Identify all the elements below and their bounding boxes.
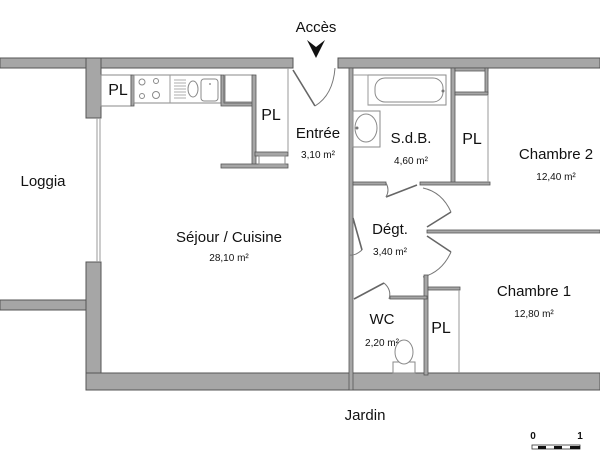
room-chambre1-area: 12,80 m² bbox=[514, 309, 554, 320]
room-entree-name: Entrée bbox=[295, 125, 341, 142]
closet-label-bathroom: PL bbox=[462, 131, 482, 148]
loggia-label: Loggia bbox=[20, 173, 66, 190]
exterior-walls bbox=[0, 57, 600, 391]
scale-start: 0 bbox=[530, 431, 536, 442]
room-wc-name: WC bbox=[369, 311, 395, 328]
closet-label-wc: PL bbox=[431, 320, 451, 337]
room-sejour-area: 28,10 m² bbox=[209, 253, 249, 264]
wc bbox=[353, 274, 461, 376]
room-degt-name: Dégt. bbox=[372, 221, 408, 238]
kitchen-counter bbox=[100, 74, 256, 107]
window bbox=[96, 118, 101, 262]
scale-bar bbox=[531, 444, 581, 450]
bedroom-divider bbox=[426, 229, 600, 234]
closet-label-kitchen: PL bbox=[108, 82, 128, 99]
bathroom-closet bbox=[454, 67, 489, 182]
room-sdb-area: 4,60 m² bbox=[394, 156, 428, 167]
hallway-doors bbox=[349, 182, 452, 278]
room-chambre2-area: 12,40 m² bbox=[536, 172, 576, 183]
room-sejour-name: Séjour / Cuisine bbox=[176, 229, 282, 246]
bathroom bbox=[348, 67, 491, 391]
room-degt-area: 3,40 m² bbox=[373, 247, 407, 258]
room-chambre2-name: Chambre 2 bbox=[518, 146, 594, 163]
scale-end: 1 bbox=[577, 431, 583, 442]
room-sdb-name: S.d.B. bbox=[390, 130, 432, 147]
entrance-door bbox=[292, 67, 336, 107]
closet-label-entrance: PL bbox=[261, 107, 281, 124]
access-arrow-icon bbox=[307, 40, 325, 58]
access-label: Accès bbox=[295, 19, 337, 36]
room-wc-area: 2,20 m² bbox=[365, 338, 399, 349]
room-chambre1-name: Chambre 1 bbox=[496, 283, 572, 300]
room-entree-area: 3,10 m² bbox=[301, 150, 335, 161]
garden-label: Jardin bbox=[344, 407, 386, 424]
entrance-closet bbox=[220, 68, 289, 169]
